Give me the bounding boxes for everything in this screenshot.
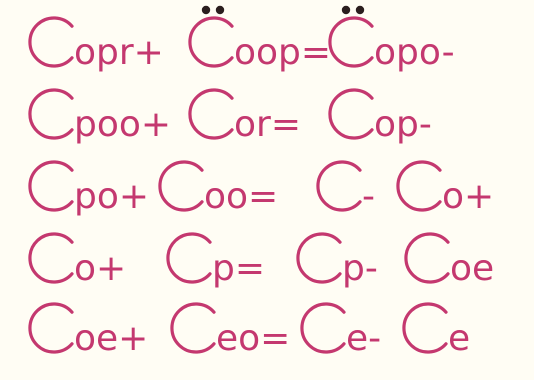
big-c-letter (28, 232, 74, 284)
diacritic-dot (201, 5, 211, 15)
handwritten-letters: oo= (204, 176, 278, 217)
handwritten-letters: or= (234, 104, 301, 145)
handwritten-letters: oop= (234, 32, 331, 73)
handwritten-letters: o+ (74, 248, 126, 289)
big-c-letter (404, 232, 450, 284)
big-c-letter (300, 302, 346, 354)
big-c-letter (28, 88, 74, 140)
handwritten-letters: - (362, 176, 375, 217)
big-c-letter (328, 16, 374, 68)
big-c-letter (166, 232, 212, 284)
big-c-letter (328, 88, 374, 140)
handwritten-letters: poo+ (74, 104, 171, 145)
big-c-letter (188, 16, 234, 68)
handwritten-letters: p= (212, 248, 265, 289)
big-c-letter (28, 302, 74, 354)
handwritten-letters: e (448, 318, 470, 359)
big-c-letter (28, 160, 74, 212)
big-c-letter (28, 16, 74, 68)
big-c-letter (188, 88, 234, 140)
handwritten-letters: oe+ (74, 318, 148, 359)
handwritten-letters: opo- (374, 32, 455, 73)
big-c-letter (396, 160, 442, 212)
handwritten-letters: p- (342, 248, 378, 289)
big-c-letter (170, 302, 216, 354)
handwritten-letters: o+ (442, 176, 494, 217)
diacritic-dot (355, 5, 365, 15)
handwritten-letters: opr+ (74, 32, 164, 73)
big-c-letter (316, 160, 362, 212)
diacritic-dot (215, 5, 225, 15)
handwritten-letters: oe (450, 248, 494, 289)
big-c-letter (402, 302, 448, 354)
big-c-letter (158, 160, 204, 212)
diacritic-dot (341, 5, 351, 15)
handwritten-letters: eo= (216, 318, 290, 359)
handwritten-letters: po+ (74, 176, 149, 217)
handwritten-letters: op- (374, 104, 432, 145)
big-c-letter (296, 232, 342, 284)
handwritten-letters: e- (346, 318, 381, 359)
